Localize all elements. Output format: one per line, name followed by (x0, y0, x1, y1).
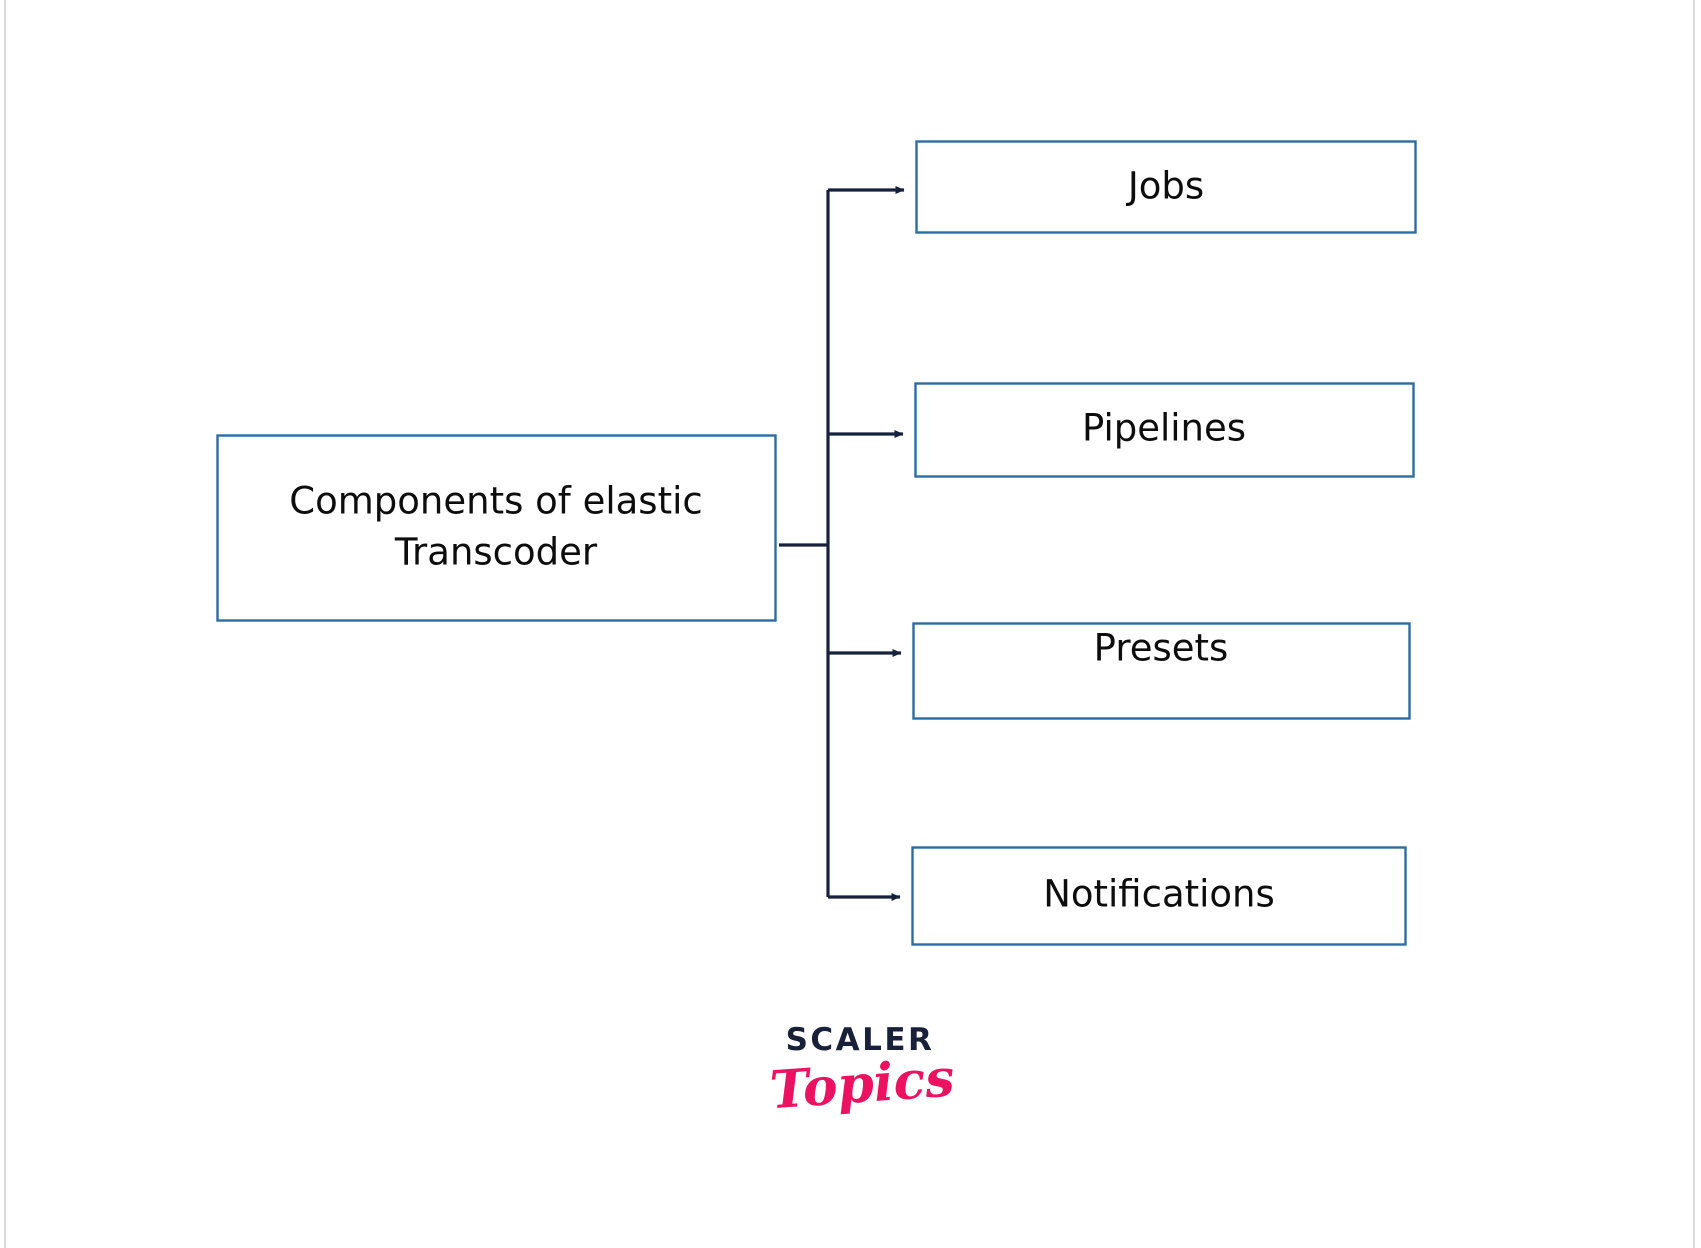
node-root-label-line2: Transcoder (394, 531, 598, 574)
node-jobs-box[interactable] (915, 140, 1417, 234)
node-pipelines-label: Pipelines (1082, 407, 1246, 450)
node-pipelines-box[interactable] (914, 382, 1415, 478)
node-root[interactable]: Components of elastic Transcoder (216, 434, 777, 622)
node-presets[interactable]: Presets (912, 622, 1411, 720)
node-root-box[interactable] (216, 434, 777, 622)
node-notifications-box[interactable] (911, 846, 1407, 946)
connector-group (779, 186, 905, 901)
scaler-topics-logo: SCALER Topics (768, 1022, 956, 1122)
logo-scaler-wordmark: SCALER (785, 1022, 935, 1058)
node-jobs-label: Jobs (1126, 165, 1204, 208)
node-presets-label: Presets (1094, 627, 1229, 670)
node-notifications[interactable]: Notifications (911, 846, 1407, 946)
node-notifications-label: Notifications (1043, 873, 1275, 916)
node-pipelines[interactable]: Pipelines (914, 382, 1415, 478)
logo-topics-wordmark: Topics (768, 1047, 957, 1122)
page-edge-right-rule (1693, 0, 1695, 1248)
node-jobs[interactable]: Jobs (915, 140, 1417, 234)
node-presets-box[interactable] (912, 622, 1411, 720)
page-edge-left-rule (4, 0, 6, 1248)
node-root-label-line1: Components of elastic (289, 480, 702, 523)
